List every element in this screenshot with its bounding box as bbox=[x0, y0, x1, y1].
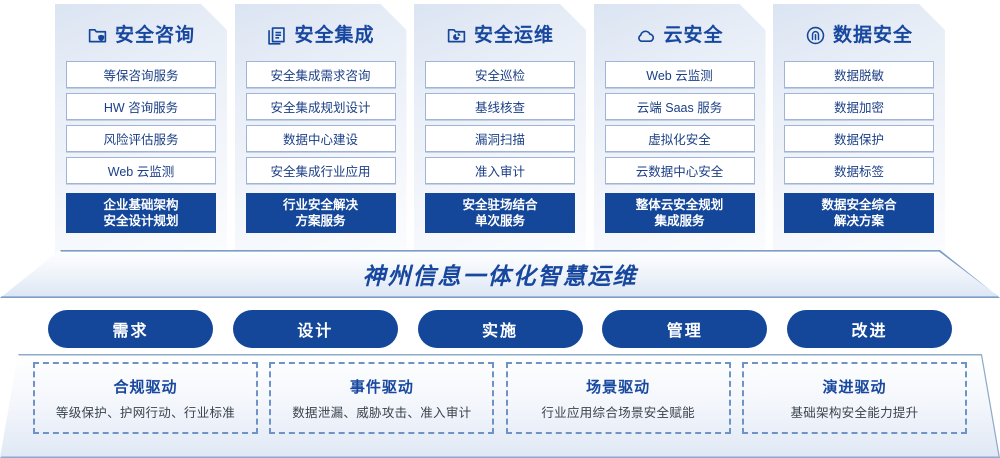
driver-title: 合规驱动 bbox=[113, 378, 178, 396]
card-header: 安全集成 bbox=[246, 18, 396, 52]
card-highlight-line2: 安全设计规划 bbox=[103, 214, 179, 228]
card-item[interactable]: 漏洞扫描 bbox=[425, 125, 575, 152]
card-title: 安全集成 bbox=[294, 24, 375, 46]
pillar-card-cloud-security[interactable]: 云安全 Web 云监测 云端 Saas 服务 虚拟化安全 云数据中心安全 整体云… bbox=[594, 4, 766, 254]
card-highlight-line1: 行业安全解决 bbox=[282, 198, 358, 212]
driver-card-evolution[interactable]: 演进驱动 基础架构安全能力提升 bbox=[741, 362, 967, 434]
card-highlight-line2: 解决方案 bbox=[833, 214, 884, 228]
phase-pill-implementation[interactable]: 实施 bbox=[417, 310, 583, 348]
card-item[interactable]: 云数据中心安全 bbox=[605, 157, 755, 184]
card-item[interactable]: 数据标签 bbox=[784, 157, 934, 184]
card-highlight-line1: 数据安全综合 bbox=[821, 198, 897, 212]
card-highlight-line2: 单次服务 bbox=[474, 214, 525, 228]
drivers-shape bbox=[0, 354, 1000, 458]
banner-title: 神州信息一体化智慧运维 bbox=[362, 263, 638, 289]
card-highlight[interactable]: 企业基础架构 安全设计规划 bbox=[66, 193, 216, 233]
banner-shape bbox=[0, 250, 1000, 298]
folder-chart-icon bbox=[446, 25, 467, 46]
driver-subtitle: 行业应用综合场景安全赋能 bbox=[541, 405, 695, 420]
card-title: 安全咨询 bbox=[114, 24, 195, 46]
fingerprint-icon bbox=[805, 25, 826, 46]
pillar-card-security-consulting[interactable]: 安全咨询 等保咨询服务 HW 咨询服务 风险评估服务 Web 云监测 企业基础架… bbox=[55, 4, 227, 254]
phase-pill-row: 需求 设计 实施 管理 改进 bbox=[0, 310, 1000, 348]
card-item[interactable]: 等保咨询服务 bbox=[66, 61, 216, 88]
card-highlight-line1: 企业基础架构 bbox=[103, 198, 179, 212]
driver-card-incident[interactable]: 事件驱动 数据泄漏、威胁攻击、准入审计 bbox=[269, 362, 495, 434]
card-item[interactable]: HW 咨询服务 bbox=[66, 93, 216, 120]
card-header: 安全运维 bbox=[425, 18, 575, 52]
pillar-card-security-integration[interactable]: 安全集成 安全集成需求咨询 安全集成规划设计 数据中心建设 安全集成行业应用 行… bbox=[235, 4, 407, 254]
card-item[interactable]: Web 云监测 bbox=[605, 61, 755, 88]
card-highlight-line2: 集成服务 bbox=[654, 214, 705, 228]
phase-pill-design[interactable]: 设计 bbox=[232, 310, 398, 348]
drivers-section: 合规驱动 等级保护、护网行动、行业标准 事件驱动 数据泄漏、威胁攻击、准入审计 … bbox=[0, 354, 1000, 458]
card-item[interactable]: Web 云监测 bbox=[66, 157, 216, 184]
driver-card-scenario[interactable]: 场景驱动 行业应用综合场景安全赋能 bbox=[505, 362, 731, 434]
stacked-documents-icon bbox=[266, 25, 287, 46]
card-item[interactable]: 风险评估服务 bbox=[66, 125, 216, 152]
card-item[interactable]: 云端 Saas 服务 bbox=[605, 93, 755, 120]
phase-pill-management[interactable]: 管理 bbox=[602, 310, 768, 348]
card-title: 云安全 bbox=[663, 24, 724, 46]
card-title: 安全运维 bbox=[473, 24, 554, 46]
card-item[interactable]: 准入审计 bbox=[425, 157, 575, 184]
card-item[interactable]: 基线核查 bbox=[425, 93, 575, 120]
phase-pill-improvement[interactable]: 改进 bbox=[787, 310, 952, 348]
card-highlight-line1: 整体云安全规划 bbox=[635, 198, 724, 212]
card-item[interactable]: 数据保护 bbox=[784, 125, 934, 152]
card-header: 安全咨询 bbox=[66, 18, 216, 52]
driver-title: 场景驱动 bbox=[586, 378, 651, 396]
card-item[interactable]: 数据中心建设 bbox=[246, 125, 396, 152]
card-highlight[interactable]: 数据安全综合 解决方案 bbox=[784, 193, 934, 233]
drivers-row: 合规驱动 等级保护、护网行动、行业标准 事件驱动 数据泄漏、威胁攻击、准入审计 … bbox=[0, 362, 1000, 442]
card-item[interactable]: 数据脱敏 bbox=[784, 61, 934, 88]
card-highlight[interactable]: 整体云安全规划 集成服务 bbox=[605, 193, 755, 233]
card-highlight-line2: 方案服务 bbox=[295, 214, 346, 228]
driver-title: 演进驱动 bbox=[822, 378, 887, 396]
card-item[interactable]: 安全集成规划设计 bbox=[246, 93, 396, 120]
driver-subtitle: 基础架构安全能力提升 bbox=[790, 405, 919, 420]
card-item[interactable]: 数据加密 bbox=[784, 93, 934, 120]
driver-card-compliance[interactable]: 合规驱动 等级保护、护网行动、行业标准 bbox=[33, 362, 258, 434]
card-item[interactable]: 安全集成需求咨询 bbox=[246, 61, 396, 88]
driver-subtitle: 数据泄漏、威胁攻击、准入审计 bbox=[292, 405, 472, 420]
card-title: 数据安全 bbox=[832, 24, 913, 46]
card-item[interactable]: 安全巡检 bbox=[425, 61, 575, 88]
folder-shield-icon bbox=[87, 25, 108, 46]
card-header: 云安全 bbox=[605, 18, 755, 52]
platform-banner: 神州信息一体化智慧运维 bbox=[0, 250, 1000, 298]
cloud-icon bbox=[635, 25, 656, 46]
card-highlight[interactable]: 行业安全解决 方案服务 bbox=[246, 193, 396, 233]
card-item[interactable]: 安全集成行业应用 bbox=[246, 157, 396, 184]
driver-subtitle: 等级保护、护网行动、行业标准 bbox=[55, 405, 236, 420]
card-item[interactable]: 虚拟化安全 bbox=[605, 125, 755, 152]
card-highlight-line1: 安全驻场结合 bbox=[462, 198, 538, 212]
pillar-card-data-security[interactable]: 数据安全 数据脱敏 数据加密 数据保护 数据标签 数据安全综合 解决方案 bbox=[773, 4, 945, 254]
pillar-card-security-operations[interactable]: 安全运维 安全巡检 基线核查 漏洞扫描 准入审计 安全驻场结合 单次服务 bbox=[414, 4, 586, 254]
pillar-cards-row: 安全咨询 等保咨询服务 HW 咨询服务 风险评估服务 Web 云监测 企业基础架… bbox=[0, 4, 1000, 254]
phase-pill-requirements[interactable]: 需求 bbox=[48, 310, 213, 348]
driver-title: 事件驱动 bbox=[349, 378, 414, 396]
card-highlight[interactable]: 安全驻场结合 单次服务 bbox=[425, 193, 575, 233]
card-header: 数据安全 bbox=[784, 18, 934, 52]
